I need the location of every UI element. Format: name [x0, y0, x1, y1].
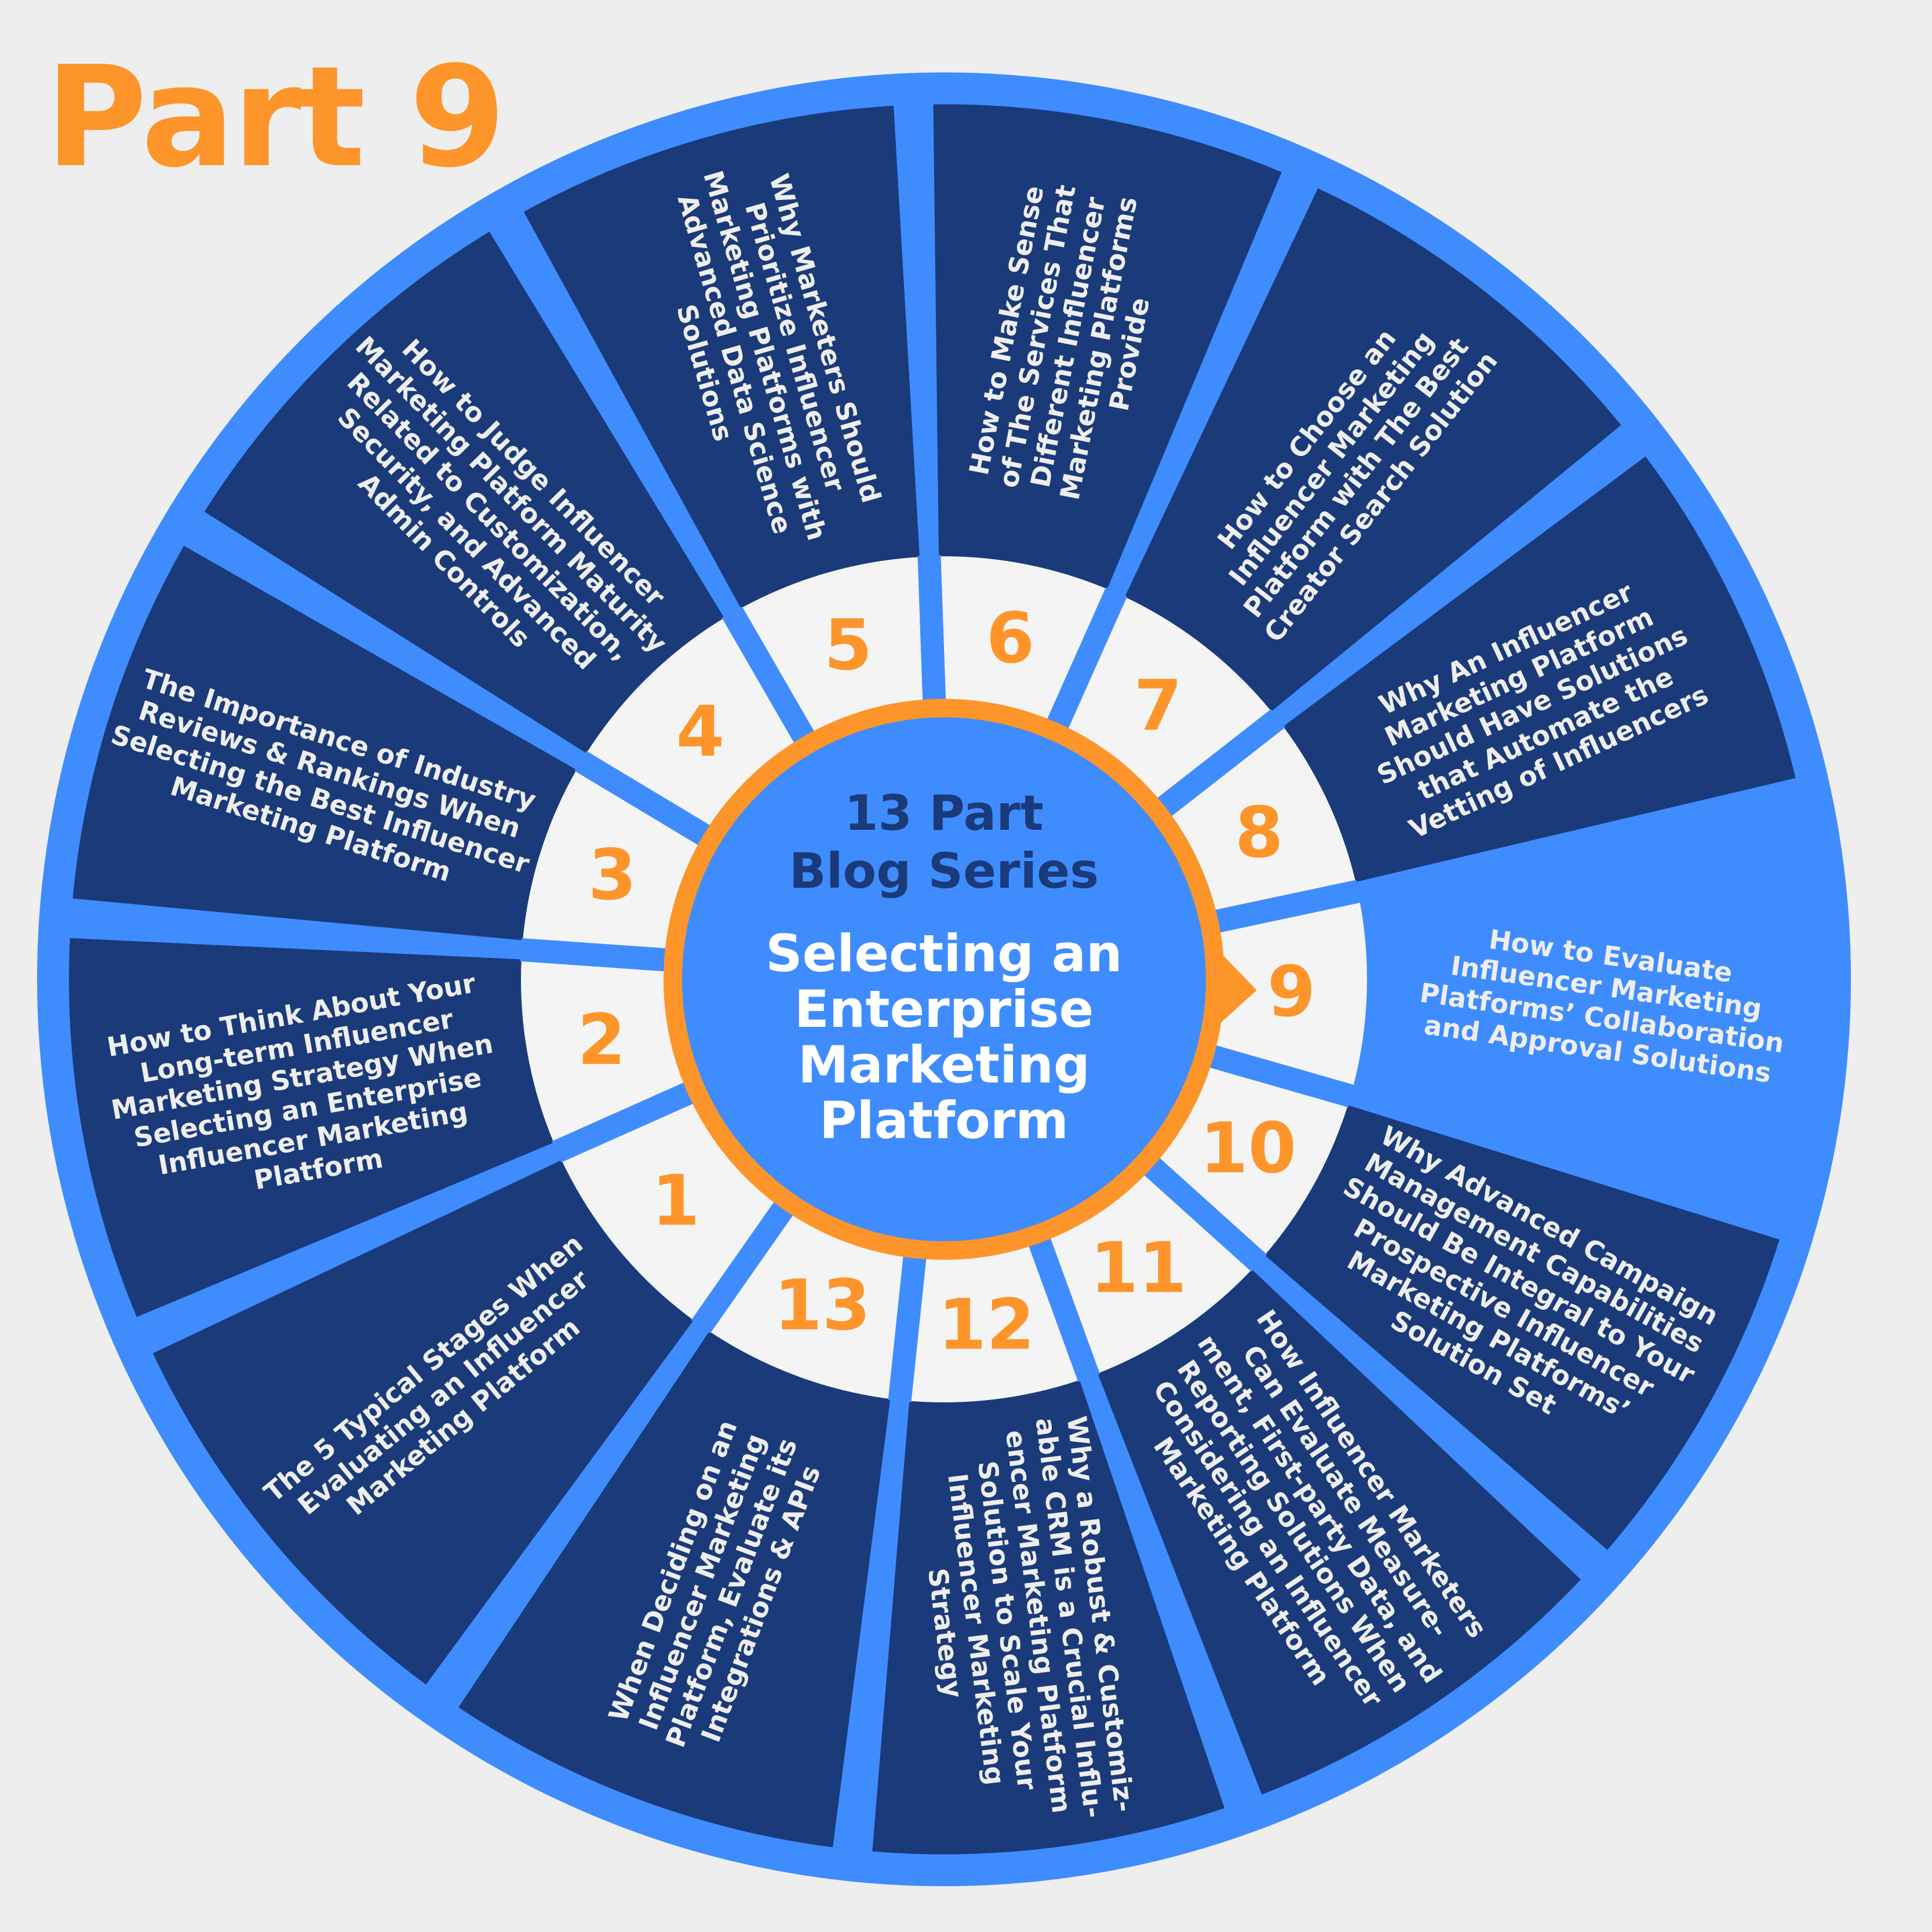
segment-part-5[interactable] [523, 105, 920, 608]
hub-subtitle-line2: Enterprise [794, 979, 1094, 1039]
part-number-12: 12 [938, 1285, 1035, 1366]
part-number-11: 11 [1090, 1228, 1187, 1308]
spoke-divider [520, 938, 673, 972]
part-number-10: 10 [1200, 1109, 1296, 1189]
segment-part-4[interactable] [204, 231, 724, 753]
segment-part-13[interactable] [458, 1331, 891, 1847]
spoke-divider [917, 555, 946, 708]
segment-part-9[interactable] [1353, 811, 1851, 1210]
part-number-9: 9 [1267, 952, 1316, 1033]
hub-circle [664, 699, 1224, 1260]
spoke-divider [1202, 1043, 1355, 1107]
segment-part-2[interactable] [69, 938, 554, 1317]
part-number-3: 3 [588, 836, 637, 916]
part-number-13: 13 [774, 1266, 870, 1346]
part-number-5: 5 [824, 606, 873, 686]
hub-subtitle-line3: Marketing [798, 1035, 1090, 1095]
part-number-8: 8 [1235, 793, 1284, 873]
part-number-6: 6 [986, 599, 1035, 679]
part-number-2: 2 [577, 1000, 626, 1081]
part-number-7: 7 [1134, 666, 1183, 746]
hub-subtitle-line4: Platform [819, 1091, 1069, 1150]
spoke-divider [1151, 709, 1286, 821]
spoke-divider [721, 606, 818, 749]
segment-part-11[interactable] [1098, 1269, 1581, 1795]
segment-label-part-12: Why a Robust & Customiz-able CRM is a Cr… [922, 1415, 1140, 1820]
part-number-4: 4 [676, 692, 725, 772]
spoke-divider [574, 750, 717, 850]
spoke-divider [552, 1079, 700, 1163]
segment-part-6[interactable] [933, 104, 1282, 589]
spoke-divider [888, 1249, 927, 1403]
spoke-divider [691, 1195, 797, 1334]
part-number-1: 1 [651, 1161, 700, 1242]
spokes [520, 555, 1362, 1403]
spoke-divider [1026, 1231, 1100, 1382]
spoke-divider [1044, 587, 1128, 735]
segment-part-10[interactable] [1264, 1105, 1780, 1550]
spoke-divider [1138, 1153, 1267, 1272]
segment-part-12[interactable] [872, 1380, 1225, 1854]
segment-part-8[interactable] [1283, 456, 1796, 883]
hub-subtitle-line1: Selecting an [765, 924, 1122, 983]
spoke-divider [1208, 880, 1362, 934]
page-title: Part 9 [45, 36, 506, 198]
segment-part-3[interactable] [72, 545, 577, 941]
segment-part-7[interactable] [1124, 188, 1621, 712]
segment-part-1[interactable] [152, 1160, 694, 1685]
hub-title-line2: Blog Series [789, 843, 1099, 899]
hub-title-line1: 13 Part [844, 785, 1044, 841]
